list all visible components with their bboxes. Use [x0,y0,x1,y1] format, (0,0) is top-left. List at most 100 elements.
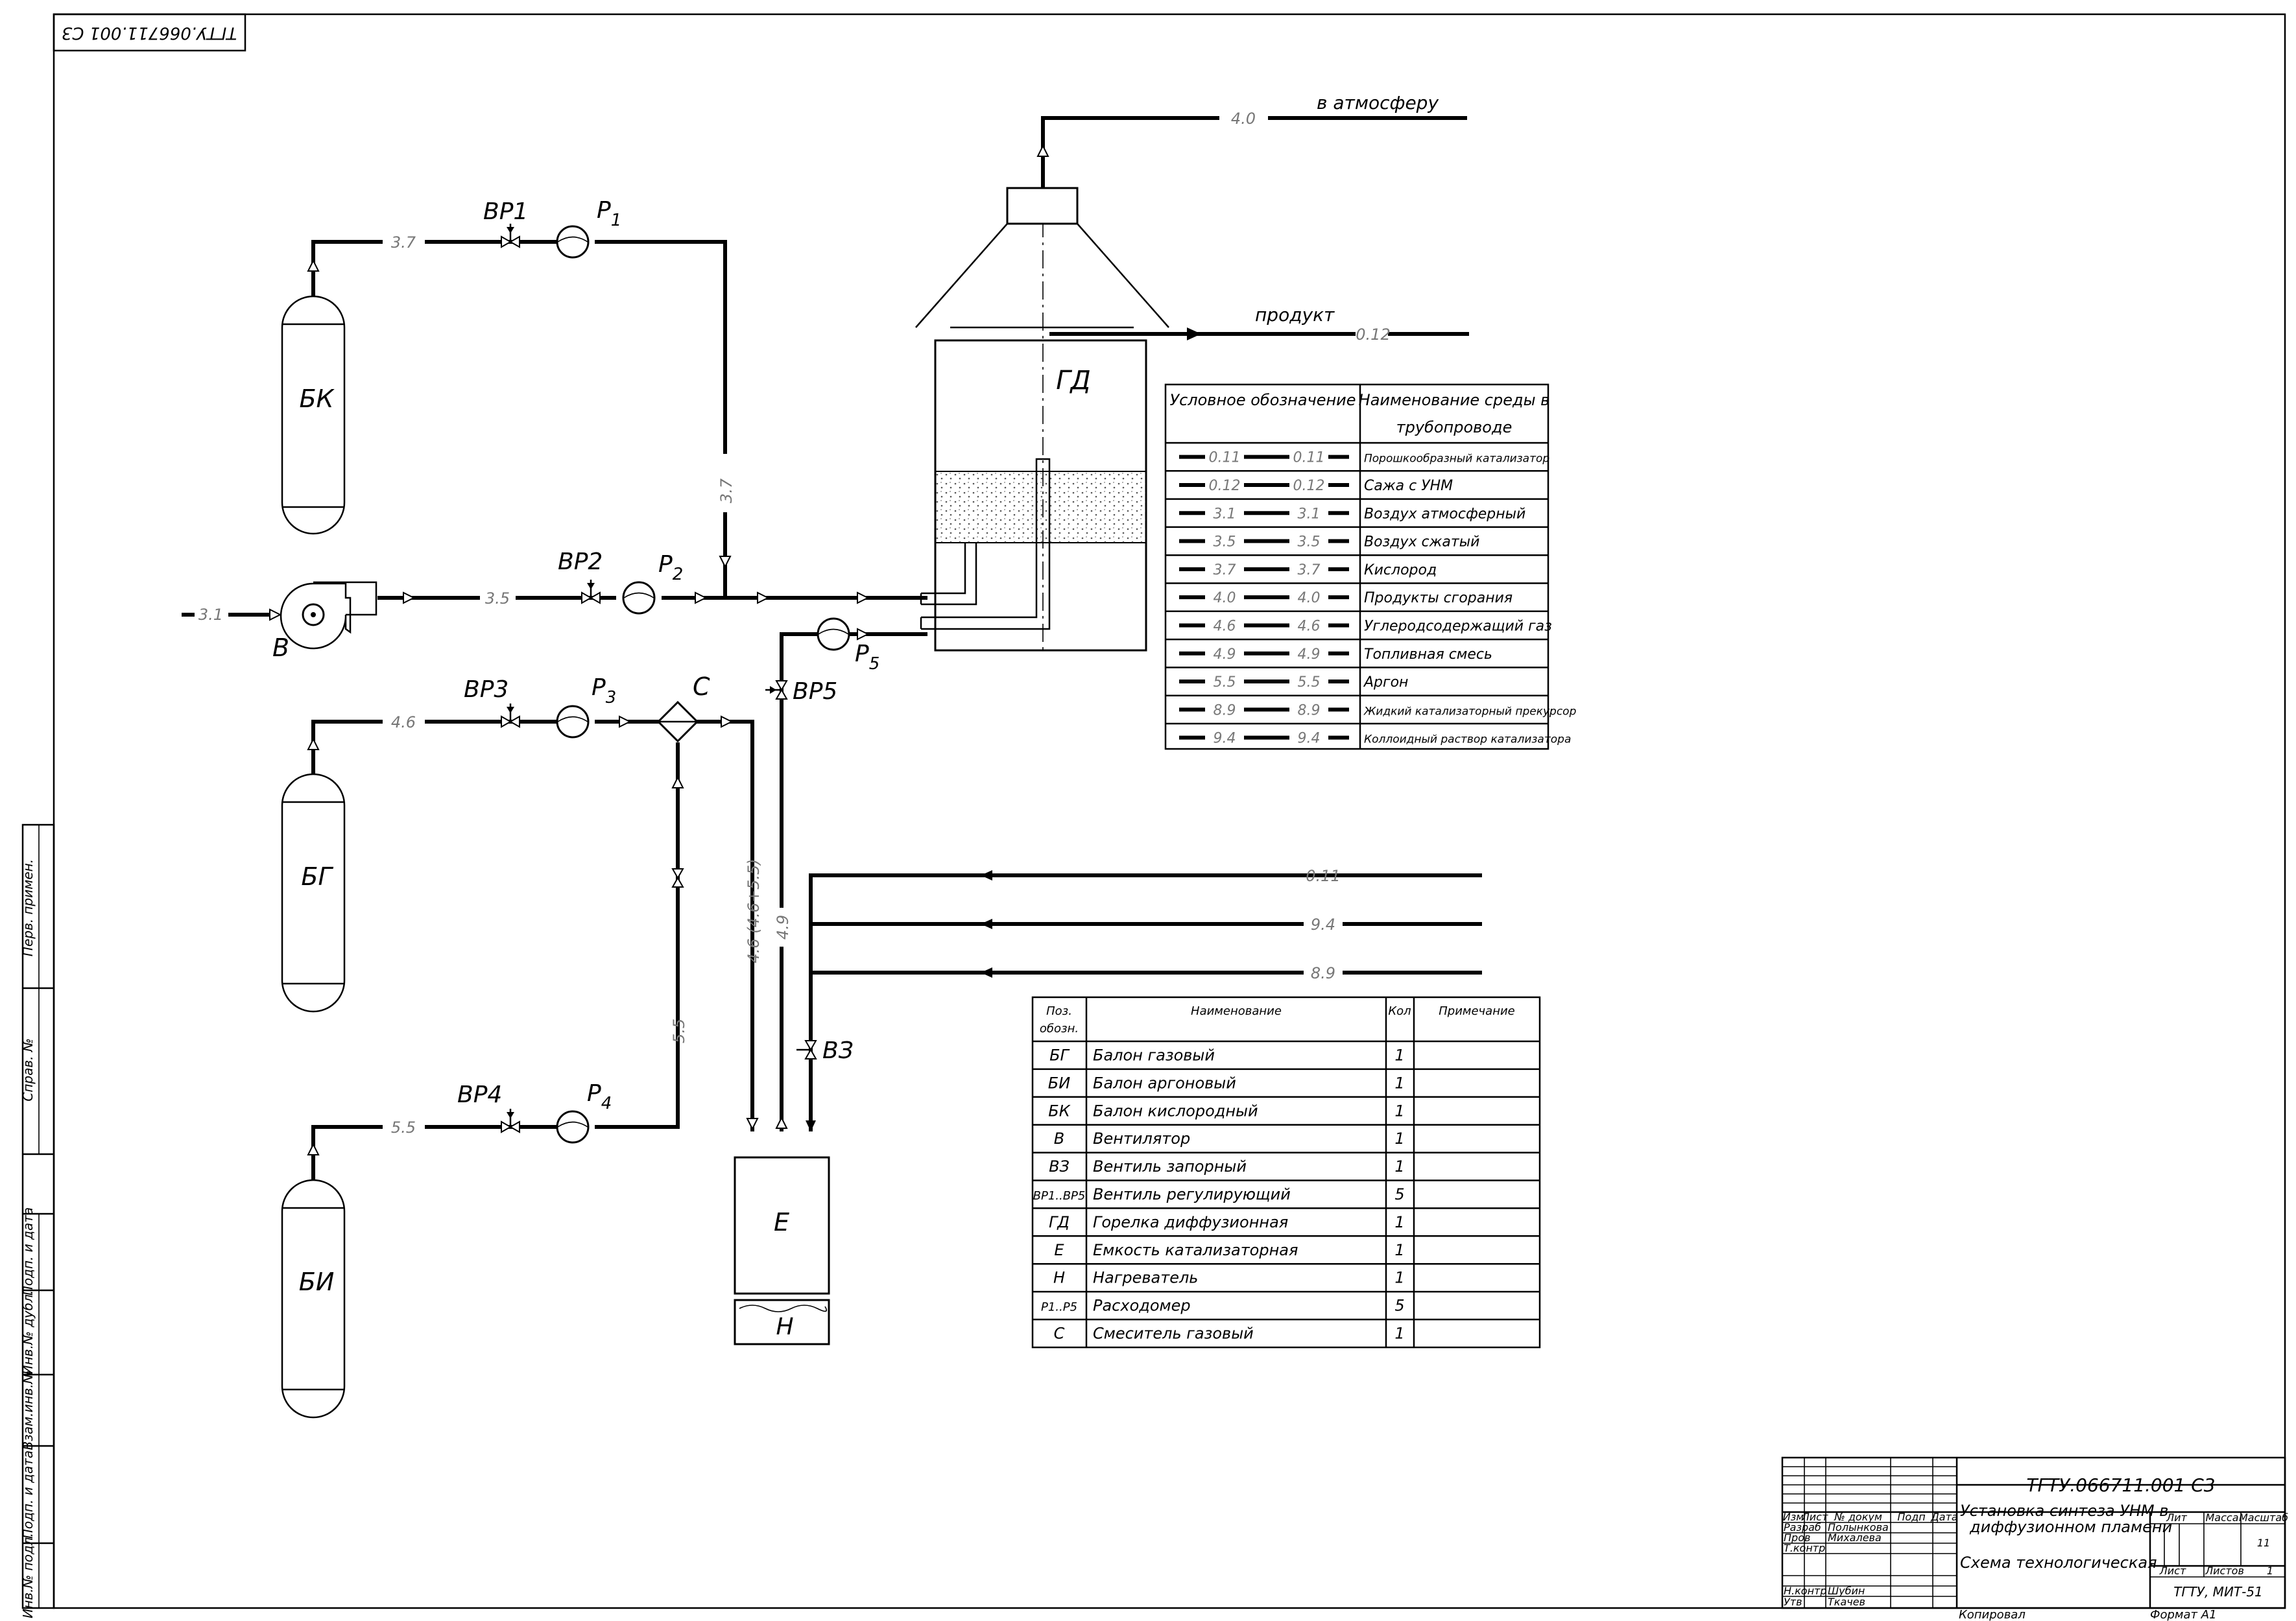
flow-arrow [857,628,870,641]
legend-medium-name: Углеродсодержащий газ [1364,618,1552,634]
tb-mass: Масса [2205,1511,2238,1524]
parts-pos: В [1054,1130,1064,1148]
parts-name: Смеситель газовый [1093,1324,1254,1342]
code-air-in: 3.1 [198,606,223,624]
legend-code: 4.6 [1298,618,1321,634]
parts-qty: 5 [1394,1297,1404,1315]
flow-arrow [806,1120,816,1131]
parts-pos: Е [1054,1241,1064,1259]
label-vr1: ВР1 [483,198,528,225]
parts-name: Балон кислородный [1093,1102,1258,1120]
code-o2-top: 3.7 [391,233,416,252]
tb-h-doc: № докум [1834,1511,1882,1523]
parts-qty: 1 [1394,1213,1404,1231]
parts-name: Балон аргоновый [1093,1074,1236,1092]
legend-code: 3.1 [1298,506,1321,522]
parts-name: Горелка диффузионная [1093,1213,1288,1231]
legend-medium-name: Продукты сгорания [1364,590,1513,606]
label-p3: P3 [592,674,616,707]
code-argon: 5.5 [391,1118,416,1137]
code-argon-vert: 5.5 [670,1019,688,1043]
tb-title-1: Установка синтеза УНМ в [1960,1502,2168,1520]
tb-designation: ТГТУ.066711.001 С3 [2026,1474,2215,1496]
flowmeter-p5: P5 [817,617,879,674]
flowmeter-p1: P1 [556,197,621,259]
title-block: Изм Лист № докум Подп Дата Разраб Полынк… [1781,1456,2288,1609]
parts-qty: 1 [1394,1157,1404,1176]
tb-doctype: Схема технологическая [1960,1554,2157,1572]
label-fan: В [272,633,289,662]
flow-arrow [619,715,632,728]
argon-line: 5.5 5.5 [307,742,688,1180]
corner-code-box: ТГТУ.066711.001 С3 [53,13,246,52]
code-product: 0.12 [1356,325,1390,344]
label-vr3: ВР3 [464,676,508,703]
legend-code: 3.5 [1214,534,1236,550]
flow-arrow [857,591,870,604]
parts-name: Емкость катализаторная [1093,1241,1298,1259]
legend-header-name-2: трубопроводе [1396,418,1513,436]
legend-medium-name: Кислород [1364,562,1437,578]
legend-code: 4.9 [1298,646,1321,663]
tb-sheets-total: 1 [2267,1565,2273,1577]
flow-arrow [746,1118,759,1131]
parts-qty: 5 [1394,1185,1404,1203]
legend-medium-name: Жидкий катализаторный прекурсор [1363,705,1577,718]
parts-table: Поз. обозн. Наименование Кол Примечание … [1031,996,1541,1349]
margin-label-5: Взам.инв.№ [20,1370,36,1450]
legend-table: Условное обозначение Наименование среды … [1164,383,1577,750]
parts-header-qty: Кол [1388,1004,1411,1018]
tb-scale-value: 11 [2257,1537,2270,1549]
parts-name: Нагреватель [1093,1269,1198,1287]
tb-name-5: Ткачев [1828,1596,1865,1608]
margin-label-7: Инв.№ подл. [20,1533,36,1618]
legend-code: 9.4 [1214,731,1236,747]
code-air-out: 3.5 [485,589,510,608]
valve-vz: ВЗ [796,1037,854,1064]
legend-code: 0.11 [1293,450,1325,466]
parts-name: Балон газовый [1093,1046,1215,1064]
legend-medium-name: Сажа с УНМ [1364,478,1453,494]
tb-lit: Лит [2166,1511,2187,1524]
label-bg: БГ [301,862,333,891]
label-bi: БИ [299,1268,335,1296]
parts-qty: 1 [1394,1046,1404,1064]
parts-pos: ВР1..ВР5 [1033,1189,1086,1203]
parts-header-pos2: обозн. [1040,1022,1079,1035]
label-vr4: ВР4 [457,1082,502,1108]
legend-code: 4.0 [1298,590,1321,606]
valve-vr5: ВР5 [765,678,837,705]
label-vr5: ВР5 [793,678,837,705]
legend-code: 0.11 [1209,450,1241,466]
legend-code: 5.5 [1214,674,1236,691]
legend-code: 9.4 [1298,731,1321,747]
oxygen-line: 3.7 3.7 [307,233,735,598]
flow-arrow [695,591,708,604]
left-margin-strip: Перв. примен. Справ. № Подп. и дата Инв.… [20,823,55,1618]
margin-label-2: Справ. № [20,1038,36,1101]
label-mixer: С [693,672,710,701]
tb-title-2: диффузионном пламени [1969,1518,2172,1536]
tb-role-2: Пров [1784,1532,1810,1544]
legend-header-name-1: Наименование среды в [1359,391,1550,409]
margin-label-3: Подп. и дата [20,1207,36,1296]
flow-arrow [269,608,282,621]
flow-arrow [307,737,320,750]
burner-gd: ГД [920,188,1147,652]
fan-b: В [272,581,377,662]
parts-qty: 1 [1394,1324,1404,1342]
exhaust-line: 4.0 в атмосферу [1036,92,1467,188]
legend-code: 4.9 [1214,646,1236,663]
